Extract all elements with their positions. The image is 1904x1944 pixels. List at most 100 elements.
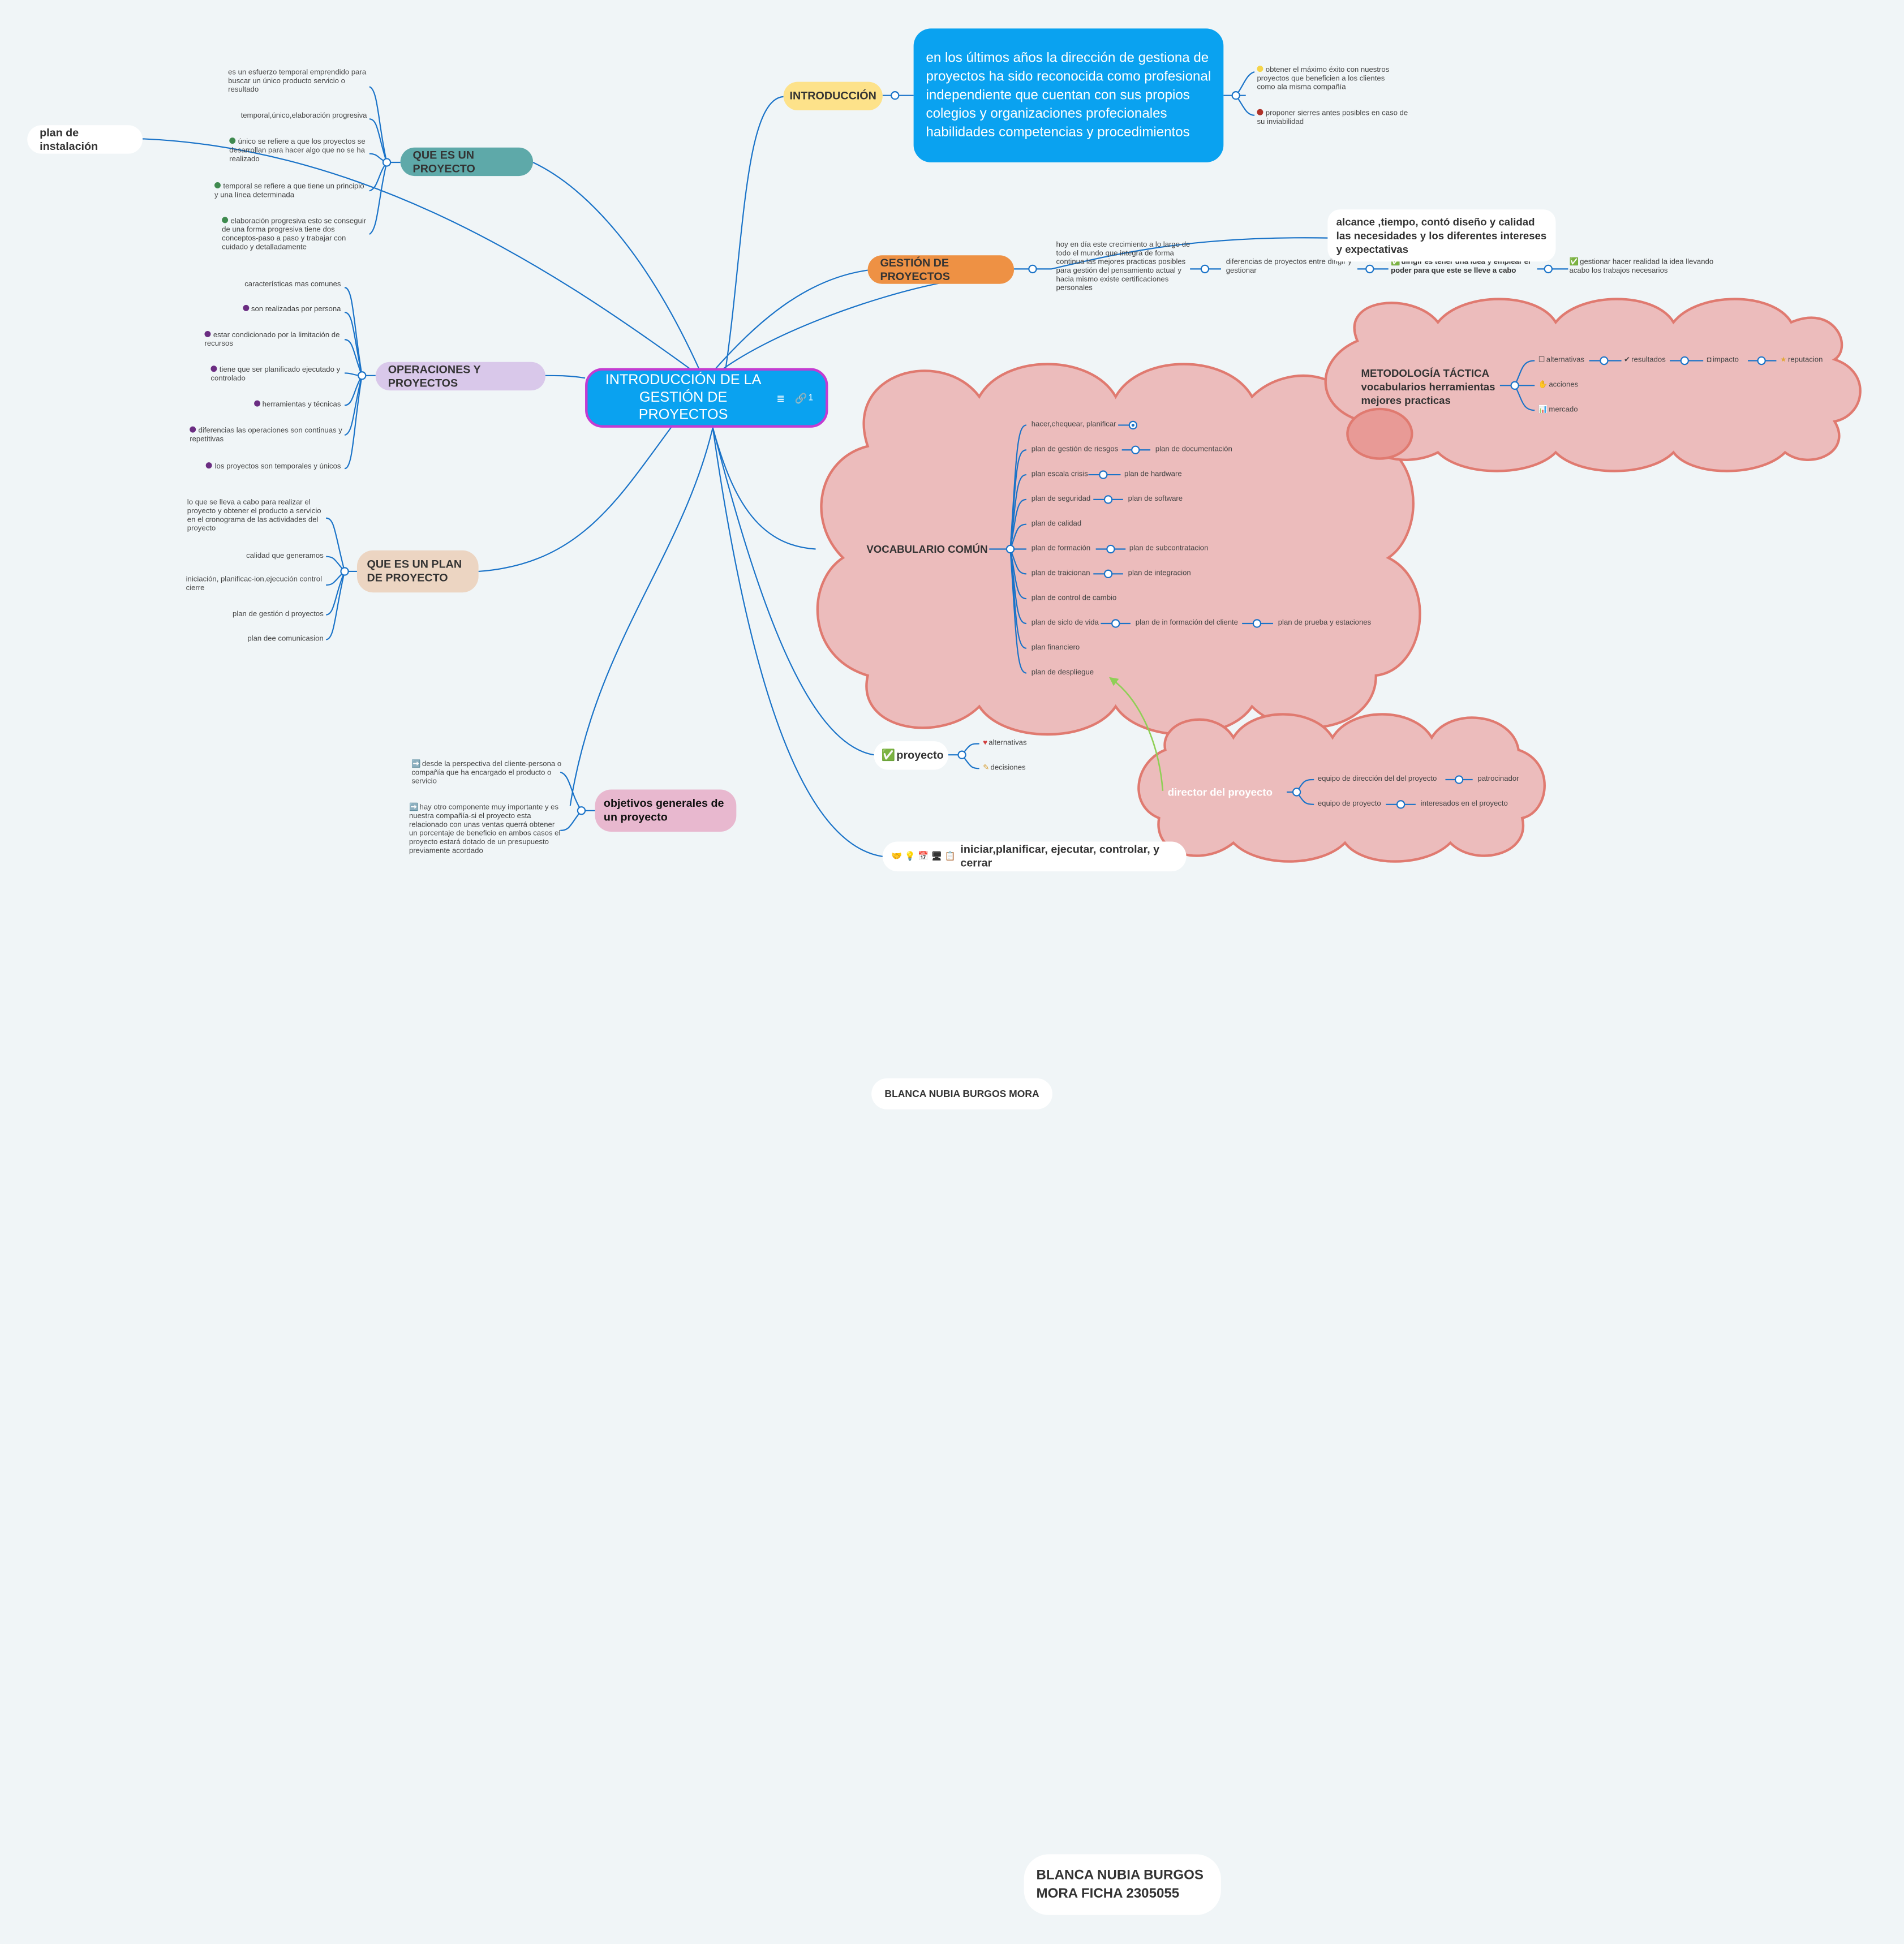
check-icon: ✅ [881,749,896,762]
introduccion-node[interactable]: INTRODUCCIÓN [783,81,883,110]
relation-arrow [1109,677,1164,791]
director-equipo-direccion: equipo de dirección del del proyecto [1317,776,1437,784]
red-dot-icon [1257,109,1263,115]
checkbox-icon: ☐ [1538,356,1545,365]
objetivos-item-1: ➡️desde la perspectiva del cliente-perso… [411,761,562,786]
metodologia-reputacion: ★reputacion [1780,357,1823,365]
vocab-item-9: plan de siclo de vida [1031,620,1099,627]
operaciones-item-3: estar condicionado por la limitación de … [204,330,343,350]
metodologia-label: METODOLOGÍA TÁCTICA vocabularios herrami… [1361,366,1495,406]
author-node[interactable]: BLANCA NUBIA BURGOS MORA [871,1078,1052,1109]
metodologia-alternativas: ☐alternativas [1538,357,1584,365]
cloud-director [1137,713,1546,863]
link-count: 1 [808,393,814,402]
gestion-callout-text: alcance ,tiempo, contó diseño y calidad … [1336,215,1547,255]
arrow-right-icon: ➡️ [409,804,419,812]
director-patrocinador: patrocinador [1477,776,1519,784]
purple-dot-icon [253,400,260,407]
introduccion-text-node[interactable]: en los últimos años la dirección de gest… [913,28,1224,162]
root-topic[interactable]: INTRODUCCIÓN DE LA GESTIÓN DE PROYECTOS … [585,368,828,428]
intro-item-1: obtener el máximo éxito con nuestros pro… [1257,66,1393,93]
fases-label: iniciar,planificar, ejecutar, controlar,… [960,842,1160,869]
operaciones-item-6: diferencias las operaciones son continua… [190,426,345,445]
heart-icon: ♥ [983,739,988,748]
arrow-right-icon: ➡️ [411,761,421,769]
gestion-label: GESTIÓN DE PROYECTOS [880,256,950,282]
handshake-icon: 🤝 [891,852,902,861]
vocab-sub-software: plan de software [1128,496,1183,504]
plan-proyecto-label: QUE ES UN PLAN DE PROYECTO [367,557,462,584]
director-label: director del proyecto [1167,785,1273,798]
purple-dot-icon [210,365,217,372]
pencil-icon: ✎ [983,764,990,772]
clipboard-icon: 📋 [944,852,956,861]
plan-proyecto-item-5: plan dee comunicasion [247,635,324,644]
metodologia-acciones: ✋acciones [1538,382,1578,390]
plan-proyecto-item-1: lo que se lleva a cabo para realizar el … [187,499,321,534]
metodologia-node[interactable]: METODOLOGÍA TÁCTICA vocabularios herrami… [1361,365,1499,407]
plan-instalacion-label: plan de instalación [40,126,98,152]
operaciones-item-7: los proyectos son temporales y únicos [186,462,341,472]
link-icon[interactable]: 🔗 [794,392,807,404]
plan-proyecto-item-2: calidad que generamos [246,553,324,561]
purple-dot-icon [206,462,213,469]
purple-dot-icon [242,304,249,311]
gestion-desc: hoy en día este crecimiento a lo largo d… [1056,242,1190,293]
plan-instalacion-node[interactable]: plan de instalación [27,125,143,154]
vocab-sub-integracion: plan de integracion [1128,570,1191,578]
intro-item-2: proponer sierres antes posibles en caso … [1257,109,1412,128]
vocab-sub-informacion: plan de in formación del cliente [1135,620,1238,627]
fases-node[interactable]: 🤝 💡 📅 🖥 📋 iniciar,planificar, ejecutar, … [882,841,1187,872]
introduccion-label: INTRODUCCIÓN [789,89,876,102]
vocab-item-1: hacer,chequear, planificar [1031,421,1116,429]
gestion-diferencias: diferencias de proyectos entre dirigir y… [1226,259,1352,276]
metodologia-impacto: ◘impacto [1707,357,1739,365]
vocabulario-node[interactable]: VOCABULARIO COMÚN [866,540,990,558]
plan-proyecto-item-3: iniciación, planificac-ion,ejecución con… [186,576,323,593]
director-interesados: interesados en el proyecto [1420,801,1508,808]
chart-icon: 📊 [1538,406,1548,414]
vocab-sub-hardware: plan de hardware [1124,471,1182,479]
plan-proyecto-node[interactable]: QUE ES UN PLAN DE PROYECTO [356,550,479,593]
cloud-metodologia [1324,298,1862,472]
que-es-item-3: único se refiere a que los proyectos se … [229,137,368,165]
objetivos-item-2: ➡️hay otro componente muy importante y e… [409,804,561,855]
objetivos-node[interactable]: objetivos generales de un proyecto [595,789,737,832]
gestion-node[interactable]: GESTIÓN DE PROYECTOS [867,255,1015,284]
objetivos-label: objetivos generales de un proyecto [603,797,724,823]
que-es-item-5: elaboración progresiva esto se conseguir… [222,217,368,253]
operaciones-item-5: herramientas y técnicas [204,400,341,411]
metodologia-resultados: ✔resultados [1624,357,1666,365]
impact-icon: ◘ [1707,356,1712,365]
notes-icon[interactable]: ≣ [776,392,785,404]
green-dot-icon [214,182,221,189]
yellow-dot-icon [1257,66,1263,72]
star-icon: ★ [1780,356,1787,365]
author-ficha-label: BLANCA NUBIA BURGOS MORA FICHA 2305055 [1036,1867,1204,1901]
operaciones-node[interactable]: OPERACIONES Y PROYECTOS [375,362,545,391]
director-node[interactable]: director del proyecto [1168,785,1287,799]
author-label: BLANCA NUBIA BURGOS MORA [884,1088,1039,1100]
author-ficha-node[interactable]: BLANCA NUBIA BURGOS MORA FICHA 2305055 [1024,1854,1221,1915]
vocab-item-6: plan de formación [1031,545,1091,553]
checkmark-icon: ✔ [1623,356,1630,365]
vocab-item-3: plan escala crisis [1031,471,1088,479]
vocab-item-2: plan de gestión de riesgos [1031,446,1119,454]
green-dot-icon [229,137,236,144]
purple-dot-icon [204,330,211,337]
proyecto-item-1: ♥alternativas [983,740,1026,749]
check-icon: ✅ [1569,259,1579,267]
vocab-item-7: plan de traicionan [1031,570,1090,578]
vocab-item-10: plan financiero [1031,644,1080,652]
hand-icon: ✋ [1538,381,1548,389]
vocab-item-11: plan de despliegue [1031,669,1094,677]
que-es-proyecto-node[interactable]: QUE ES UN PROYECTO [400,147,534,177]
gestion-callout[interactable]: alcance ,tiempo, contó diseño y calidad … [1327,209,1556,262]
vocab-sub-documentacion: plan de documentación [1155,446,1232,454]
proyecto-node[interactable]: ✅ proyecto [874,741,948,770]
metodologia-mercado: 📊mercado [1538,407,1578,415]
purple-dot-icon [190,426,196,433]
director-equipo-proyecto: equipo de proyecto [1317,801,1381,808]
que-es-item-1: es un esfuerzo temporal emprendido para … [228,69,367,94]
